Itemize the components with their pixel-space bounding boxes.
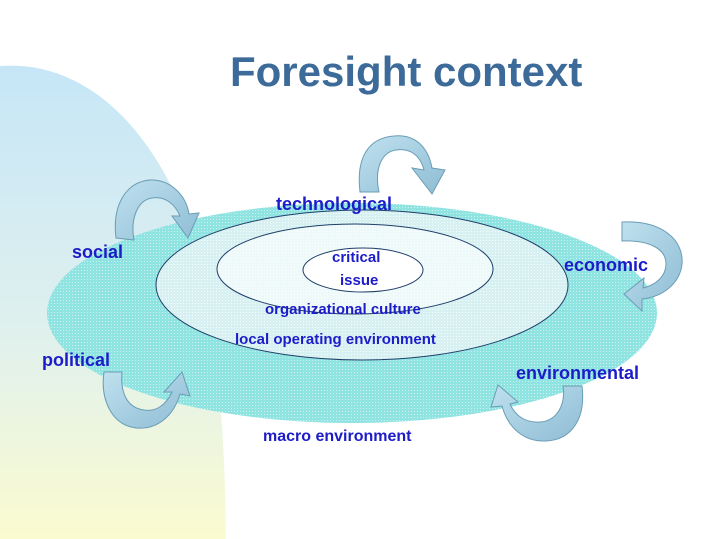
label-issue: issue — [340, 272, 379, 289]
label-economic: economic — [564, 255, 649, 275]
label-political: political — [42, 350, 111, 370]
label-environmental: environmental — [516, 363, 640, 383]
label-critical: critical — [332, 249, 381, 266]
curved-arrow-icon — [114, 179, 200, 241]
label-local-operating-environment: local operating environment — [235, 331, 436, 348]
curved-arrow-icon — [102, 371, 191, 429]
label-macro-environment: macro environment — [263, 428, 412, 445]
label-organizational-culture: organizational culture — [265, 301, 421, 318]
curved-arrow-icon — [490, 384, 584, 442]
curved-arrow-icon — [358, 135, 446, 195]
page-title: Foresight context — [230, 48, 583, 95]
label-social: social — [72, 242, 124, 262]
label-technological: technological — [276, 194, 393, 214]
critical-issue-ellipse — [302, 247, 424, 293]
curved-arrow-icon — [621, 221, 683, 313]
